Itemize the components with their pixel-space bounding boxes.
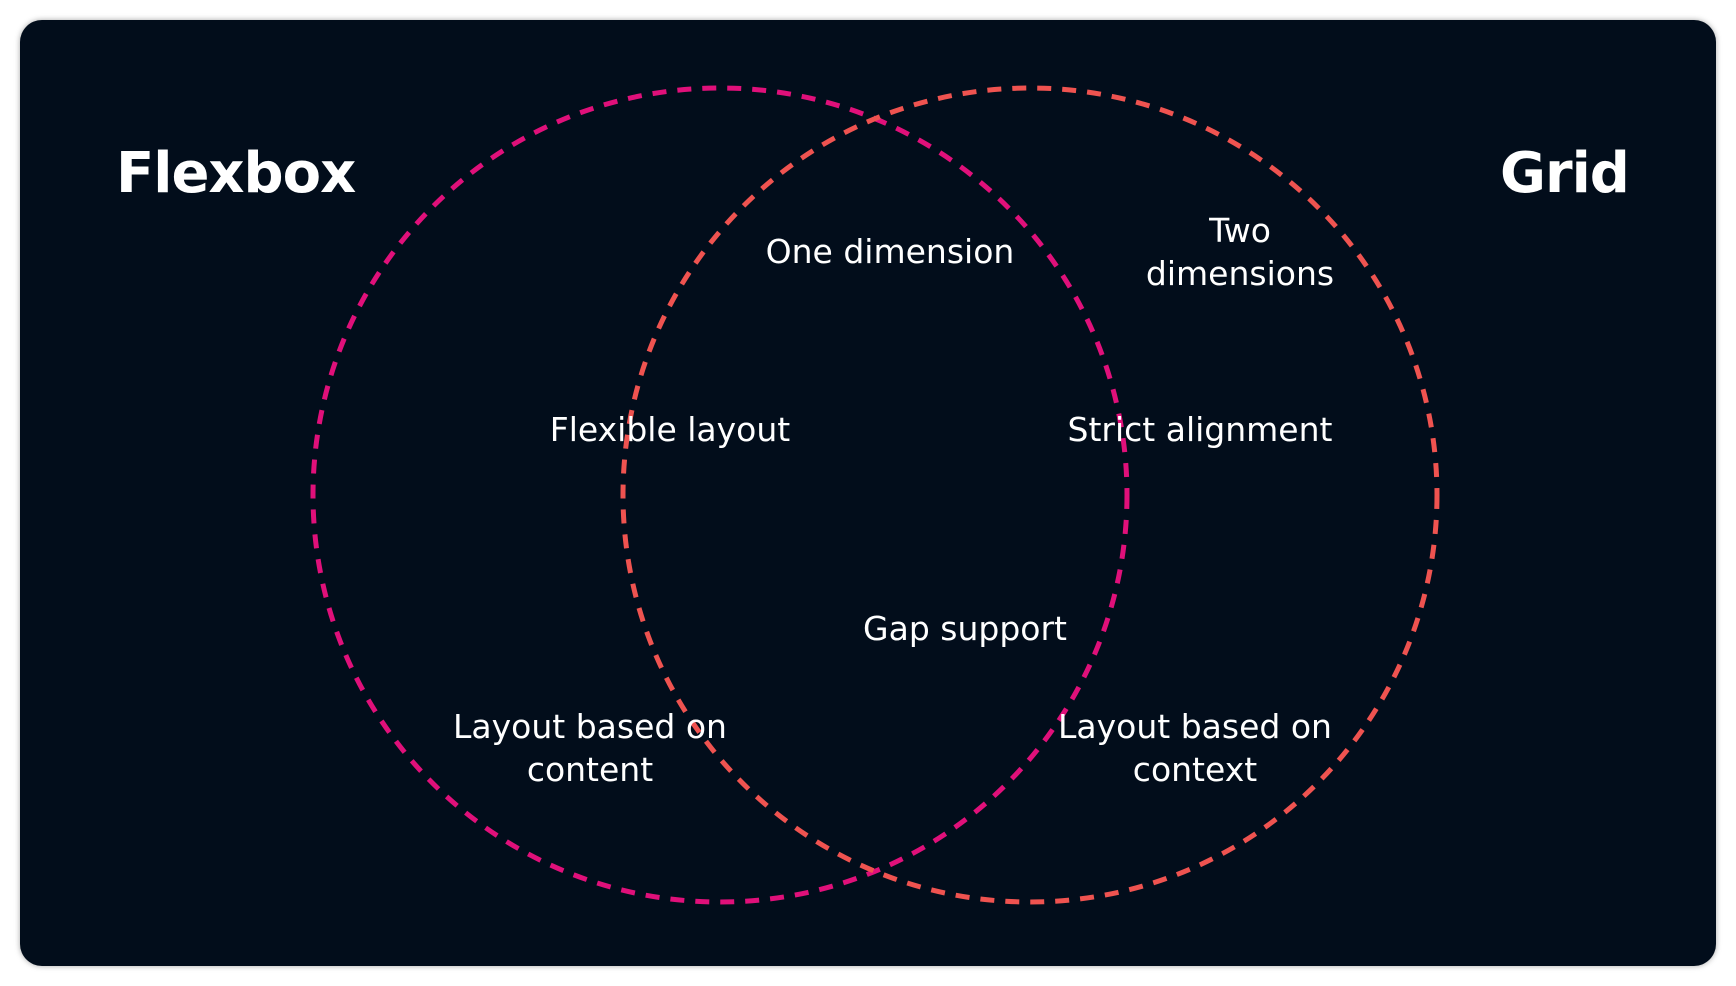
flexbox-title: Flexbox bbox=[116, 141, 356, 206]
venn-diagram bbox=[310, 85, 1440, 905]
gap-support-label: Gap support bbox=[795, 607, 1135, 650]
flexbox-circle bbox=[310, 85, 1130, 905]
grid-title: Grid bbox=[1500, 141, 1630, 206]
venn-diagram-card: Flexbox Grid One dimension Two dimension… bbox=[20, 20, 1716, 966]
layout-content-line1: Layout based on bbox=[453, 707, 727, 746]
one-dimension-label: One dimension bbox=[720, 230, 1060, 273]
two-dimensions-line1: Two bbox=[1209, 211, 1271, 250]
two-dimensions-label: Two dimensions bbox=[1070, 209, 1410, 295]
layout-context-line2: context bbox=[1132, 750, 1258, 789]
layout-context-line1: Layout based on bbox=[1058, 707, 1332, 746]
flexible-layout-text: Flexible layout bbox=[549, 410, 791, 449]
flexible-layout-label: Flexible layout bbox=[500, 408, 840, 451]
strict-alignment-label: Strict alignment bbox=[1030, 408, 1370, 451]
grid-circle bbox=[620, 85, 1440, 905]
layout-context-label: Layout based on context bbox=[1025, 705, 1365, 791]
two-dimensions-line2: dimensions bbox=[1145, 254, 1335, 293]
layout-content-label: Layout based on content bbox=[420, 705, 760, 791]
layout-content-line2: content bbox=[526, 750, 654, 789]
one-dimension-text: One dimension bbox=[765, 232, 1015, 271]
strict-alignment-text: Strict alignment bbox=[1067, 410, 1333, 449]
gap-support-text: Gap support bbox=[863, 609, 1067, 648]
